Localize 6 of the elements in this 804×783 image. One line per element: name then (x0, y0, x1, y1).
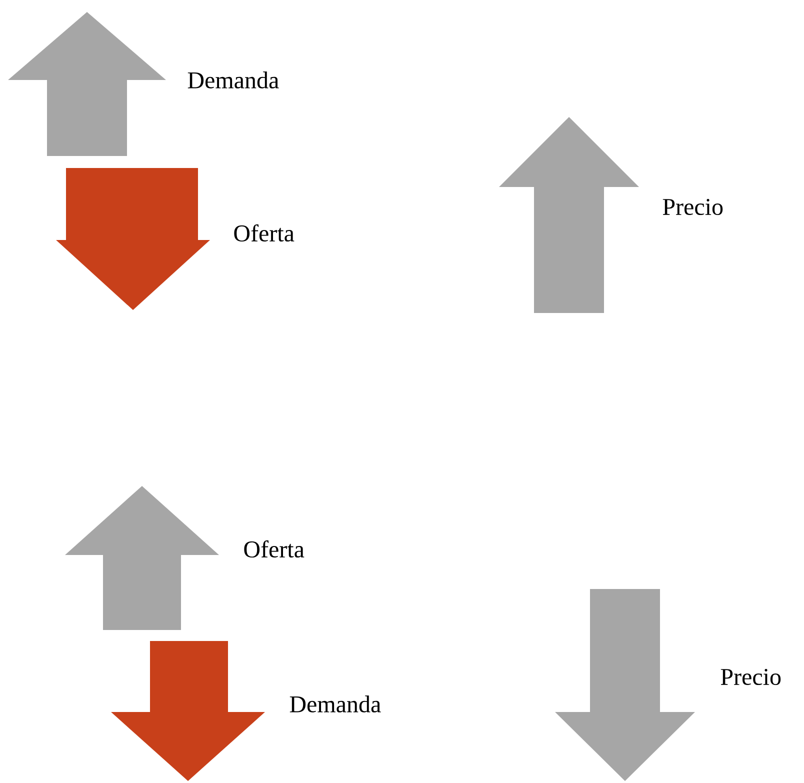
arrow-label: Demanda (188, 72, 279, 88)
arrow-label: Precio (720, 668, 781, 686)
arrow-label: Oferta (244, 540, 304, 558)
arrow-label: Oferta (234, 224, 294, 242)
arrow-label: Demanda (290, 696, 381, 712)
arrow-label: Precio (662, 198, 723, 216)
